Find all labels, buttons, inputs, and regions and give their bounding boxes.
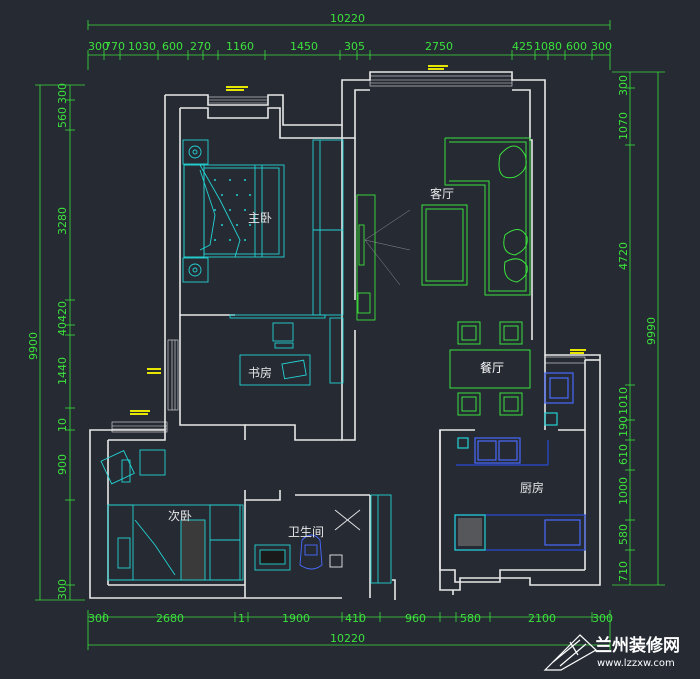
dim-top-12: 600	[566, 40, 587, 53]
bottom-segment-dimensions: 300 2680 1 1900 410 960 580 2100 300	[88, 612, 613, 625]
dim-top-9: 2750	[425, 40, 453, 53]
window-annotations	[130, 65, 586, 415]
room-label-dining-room: 餐厅	[480, 360, 504, 375]
room-label-master-bedroom: 主卧	[248, 211, 272, 225]
dining-set	[449, 321, 531, 416]
dim-left-1: 300	[56, 83, 69, 104]
room-label-second-bedroom: 次卧	[168, 509, 192, 523]
dim-top-3: 1030	[128, 40, 156, 53]
dim-bottom-3: 1	[238, 612, 245, 625]
right-overall-dimension: 9990	[645, 317, 658, 345]
overall-bottom-dimension: 10220	[330, 632, 365, 645]
dim-left-2: 560	[56, 107, 69, 128]
dim-right-4: 1010	[617, 387, 630, 415]
room-labels: 主卧 客厅 书房 餐厅 厨房 卫生间 次卧	[168, 186, 544, 539]
dim-right-9: 710	[617, 561, 630, 582]
room-label-study: 书房	[248, 365, 272, 380]
dim-bottom-8: 2100	[528, 612, 556, 625]
room-label-bathroom: 卫生间	[288, 525, 324, 539]
watermark-logo-icon	[543, 634, 598, 671]
dim-left-4: 420	[56, 301, 69, 322]
dim-top-11: 1080	[534, 40, 562, 53]
dim-right-1: 300	[617, 75, 630, 96]
dim-left-8: 900	[56, 454, 69, 475]
dimension-lines	[35, 20, 665, 650]
dim-left-9: 300	[56, 579, 69, 600]
dim-bottom-2: 2680	[156, 612, 184, 625]
dim-top-2: 770	[104, 40, 125, 53]
bathroom-fixtures	[254, 494, 392, 584]
dim-left-3: 3280	[56, 207, 69, 235]
dim-top-8: 305	[344, 40, 365, 53]
overall-top-dimension: 10220	[330, 12, 365, 25]
room-label-kitchen: 厨房	[520, 480, 544, 495]
top-segment-dimensions: 300 770 1030 600 270 1160 1450 305 2750 …	[88, 40, 612, 53]
dim-top-5: 270	[190, 40, 211, 53]
second-bedroom-furniture	[100, 449, 244, 581]
watermark-brand: 兰州装修网	[595, 635, 680, 656]
walls	[89, 71, 601, 600]
dim-left-7: 10	[56, 418, 69, 432]
kitchen-fixtures	[454, 372, 586, 551]
wardrobe	[312, 139, 344, 384]
windows	[111, 75, 586, 433]
dim-right-7: 1000	[617, 477, 630, 505]
dim-bottom-9: 300	[592, 612, 613, 625]
left-segment-dimensions: 300 560 3280 420 40 1440 10 900 300	[56, 83, 69, 600]
dim-top-1: 300	[88, 40, 109, 53]
watermark: 兰州装修网 www.lzzxw.com	[543, 634, 680, 671]
dim-top-7: 1450	[290, 40, 318, 53]
dim-right-2: 1070	[617, 112, 630, 140]
kitchen-hatch	[458, 518, 482, 546]
dim-right-6: 610	[617, 444, 630, 465]
bed-pattern	[214, 179, 251, 241]
right-segment-dimensions: 300 1070 4720 1010 190 610 1000 580 710	[617, 75, 630, 582]
master-bedroom-furniture	[182, 139, 326, 386]
dim-bottom-4: 1900	[282, 612, 310, 625]
dim-bottom-7: 580	[460, 612, 481, 625]
dim-left-6: 1440	[56, 357, 69, 385]
dim-bottom-1: 300	[88, 612, 109, 625]
dim-right-3: 4720	[617, 242, 630, 270]
dim-top-6: 1160	[226, 40, 254, 53]
tv-cabinet	[356, 194, 411, 321]
dim-left-5: 40	[56, 322, 69, 336]
dim-top-4: 600	[162, 40, 183, 53]
dim-right-8: 580	[617, 524, 630, 545]
left-overall-dimension: 9900	[27, 332, 40, 360]
dim-top-10: 425	[512, 40, 533, 53]
room-label-living-room: 客厅	[430, 186, 454, 201]
dim-bottom-5: 410	[345, 612, 366, 625]
dim-bottom-6: 960	[405, 612, 426, 625]
dim-right-5: 190	[617, 416, 630, 437]
dim-top-13: 300	[591, 40, 612, 53]
watermark-url: www.lzzxw.com	[597, 658, 675, 669]
living-room-sofa	[421, 137, 531, 296]
